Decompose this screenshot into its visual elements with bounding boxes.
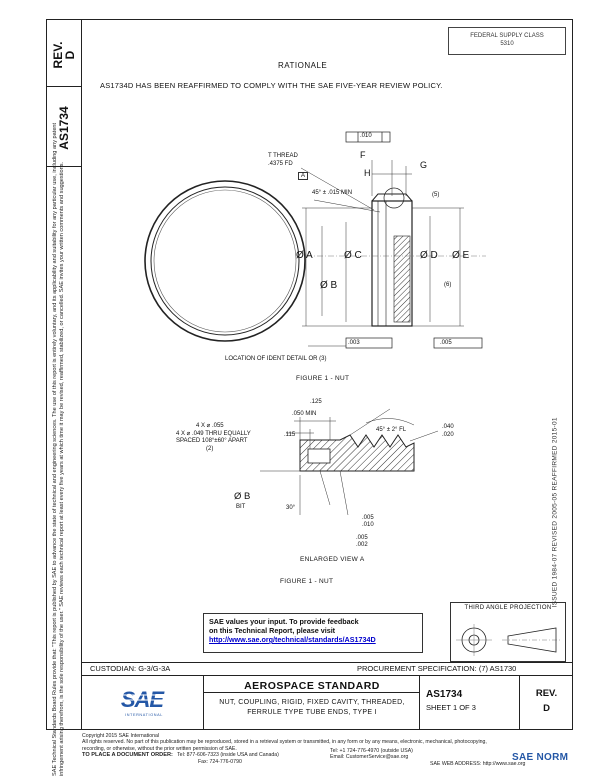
slot-note-4: (2) [206, 446, 214, 452]
enl-dia-b: Ø B [234, 491, 251, 502]
rev-value: D [63, 50, 77, 60]
enl-r010: .010 [362, 522, 374, 528]
title-block-top-row [82, 662, 573, 676]
logo-subtext: INTERNATIONAL [125, 713, 163, 717]
t-thread-label: T THREAD [268, 153, 298, 159]
rev-block-text: REV. D [51, 20, 77, 90]
ref-5: (5) [432, 192, 440, 198]
sheet-number: SHEET 1 OF 3 [426, 703, 476, 712]
t-thread-fd: .4375 FD [268, 161, 293, 167]
drawing-sheet-border [46, 19, 573, 730]
enl-020: .020 [442, 432, 454, 438]
enl-r005b: .005 [356, 535, 368, 541]
location-note: LOCATION OF IDENT DETAIL OR (3) [225, 356, 327, 362]
dim-f: F [360, 150, 366, 160]
datum-a-label: A [298, 172, 309, 180]
tel-outside: Tel: +1 724-776-4970 (outside USA) [330, 748, 413, 754]
dia-b: Ø B [320, 280, 338, 291]
ref-6: (6) [444, 282, 452, 288]
tol-003: .003 [348, 340, 360, 346]
standard-cell [204, 676, 420, 730]
title-rev-label: REV. [535, 688, 558, 699]
revision-history-stamp: ISSUED 1984-07 REVISED 2005-05 REAFFIRME… [551, 417, 559, 608]
slot-note-1: 4 X ⌀ .055 [196, 423, 224, 429]
order-label: TO PLACE A DOCUMENT ORDER: [82, 752, 173, 759]
enl-115: .115 [284, 432, 296, 438]
feedback-line-2: on this Technical Report, please visit [209, 626, 336, 635]
enlarged-view-a [260, 408, 439, 516]
footer-right: Tel: +1 724-776-4970 (outside USA) Email… [330, 748, 413, 761]
rationale-heading: RATIONALE [278, 61, 328, 70]
figure-1-caption: FIGURE 1 - NUT [296, 375, 350, 382]
rev-box [46, 19, 82, 87]
procurement-spec: PROCUREMENT SPECIFICATION: (7) AS1730 [357, 664, 517, 673]
fsc-value: 5310 [500, 41, 514, 47]
third-angle-label: THIRD ANGLE PROJECTION [464, 605, 552, 611]
feedback-line-1: SAE values your input. To provide feedba… [209, 617, 359, 626]
rights-line-1: All rights reserved. No part of this pub… [82, 739, 487, 746]
dia-c: Ø C [344, 250, 362, 261]
slot-note-3: SPACED 108°±60° APART [176, 438, 248, 444]
enl-125: .125 [310, 399, 322, 405]
nut-front-view [144, 180, 306, 342]
rationale-body: AS1734D HAS BEEN REAFFIRMED TO COMPLY WI… [100, 81, 443, 90]
dim-g: G [420, 160, 428, 170]
email: Email: CustomerService@sae.org [330, 754, 409, 761]
enl-bit: BIT [236, 504, 246, 510]
left-column [46, 19, 82, 730]
enl-30deg: 30° [286, 505, 296, 511]
web-address[interactable]: SAE WEB ADDRESS: http://www.sae.org [430, 761, 526, 767]
footer-block: Copyright 2015 SAE International All rig… [82, 733, 487, 765]
number-cell [420, 676, 520, 730]
title-rev-value: D [543, 703, 550, 714]
fsc-label: FEDERAL SUPPLY CLASS [470, 33, 544, 39]
enl-050: .050 MIN [292, 411, 317, 417]
enlarged-view-caption: ENLARGED VIEW A [300, 556, 365, 563]
title-doc-number: AS1734 [426, 689, 463, 700]
doc-number-box [46, 87, 82, 167]
nut-section-view [300, 131, 486, 349]
enl-45deg: 45° ± 2° FL [376, 427, 407, 433]
chamfer-note: 45° ± .015 MIN [312, 190, 353, 196]
copyright: Copyright 2015 SAE International [82, 733, 159, 739]
enl-040: .040 [442, 424, 454, 430]
feedback-box: SAE values your input. To provide feedba… [203, 613, 423, 653]
logo-cell [82, 676, 204, 730]
part-title-line-2: FERRULE TYPE TUBE ENDS, TYPE I [247, 709, 377, 716]
slot-note-2: 4 X ⌀ .049 THRU EQUALLY [176, 431, 251, 437]
standard-heading: AEROSPACE STANDARD [244, 680, 380, 692]
fax: Fax: 724-776-0790 [198, 758, 242, 765]
third-angle-symbol [456, 624, 562, 656]
tel-usa: Tel: 877-606-7323 (inside USA and Canada… [177, 752, 279, 759]
dia-d: Ø D [420, 250, 438, 261]
figure-1-caption-2: FIGURE 1 - NUT [280, 578, 334, 585]
enl-r002: .002 [356, 542, 368, 548]
sae-logo: SAE [120, 687, 166, 712]
feedback-link[interactable]: http://www.sae.org/technical/standards/A… [209, 635, 376, 644]
standard-divider [204, 692, 420, 693]
third-angle-projection-box [450, 602, 566, 662]
dim-h: H [364, 168, 371, 178]
side-notice: SAE Technical Standards Board Rules prov… [52, 122, 65, 776]
dia-a: Ø A [296, 250, 313, 261]
watermark: SAE NORM [512, 752, 569, 763]
enl-r005: .005 [362, 515, 374, 521]
dia-e: Ø E [452, 250, 470, 261]
custodian: CUSTODIAN: G-3/G-3A [90, 664, 171, 673]
tol-010: .010 [360, 133, 372, 139]
part-title-line-1: NUT, COUPLING, RIGID, FIXED CAVITY, THRE… [219, 699, 405, 706]
rights-line-2: recording, or otherwise, without the pri… [82, 745, 237, 752]
federal-supply-class-box: FEDERAL SUPPLY CLASS 5310 [448, 27, 566, 55]
tol-005: .005 [440, 340, 452, 346]
